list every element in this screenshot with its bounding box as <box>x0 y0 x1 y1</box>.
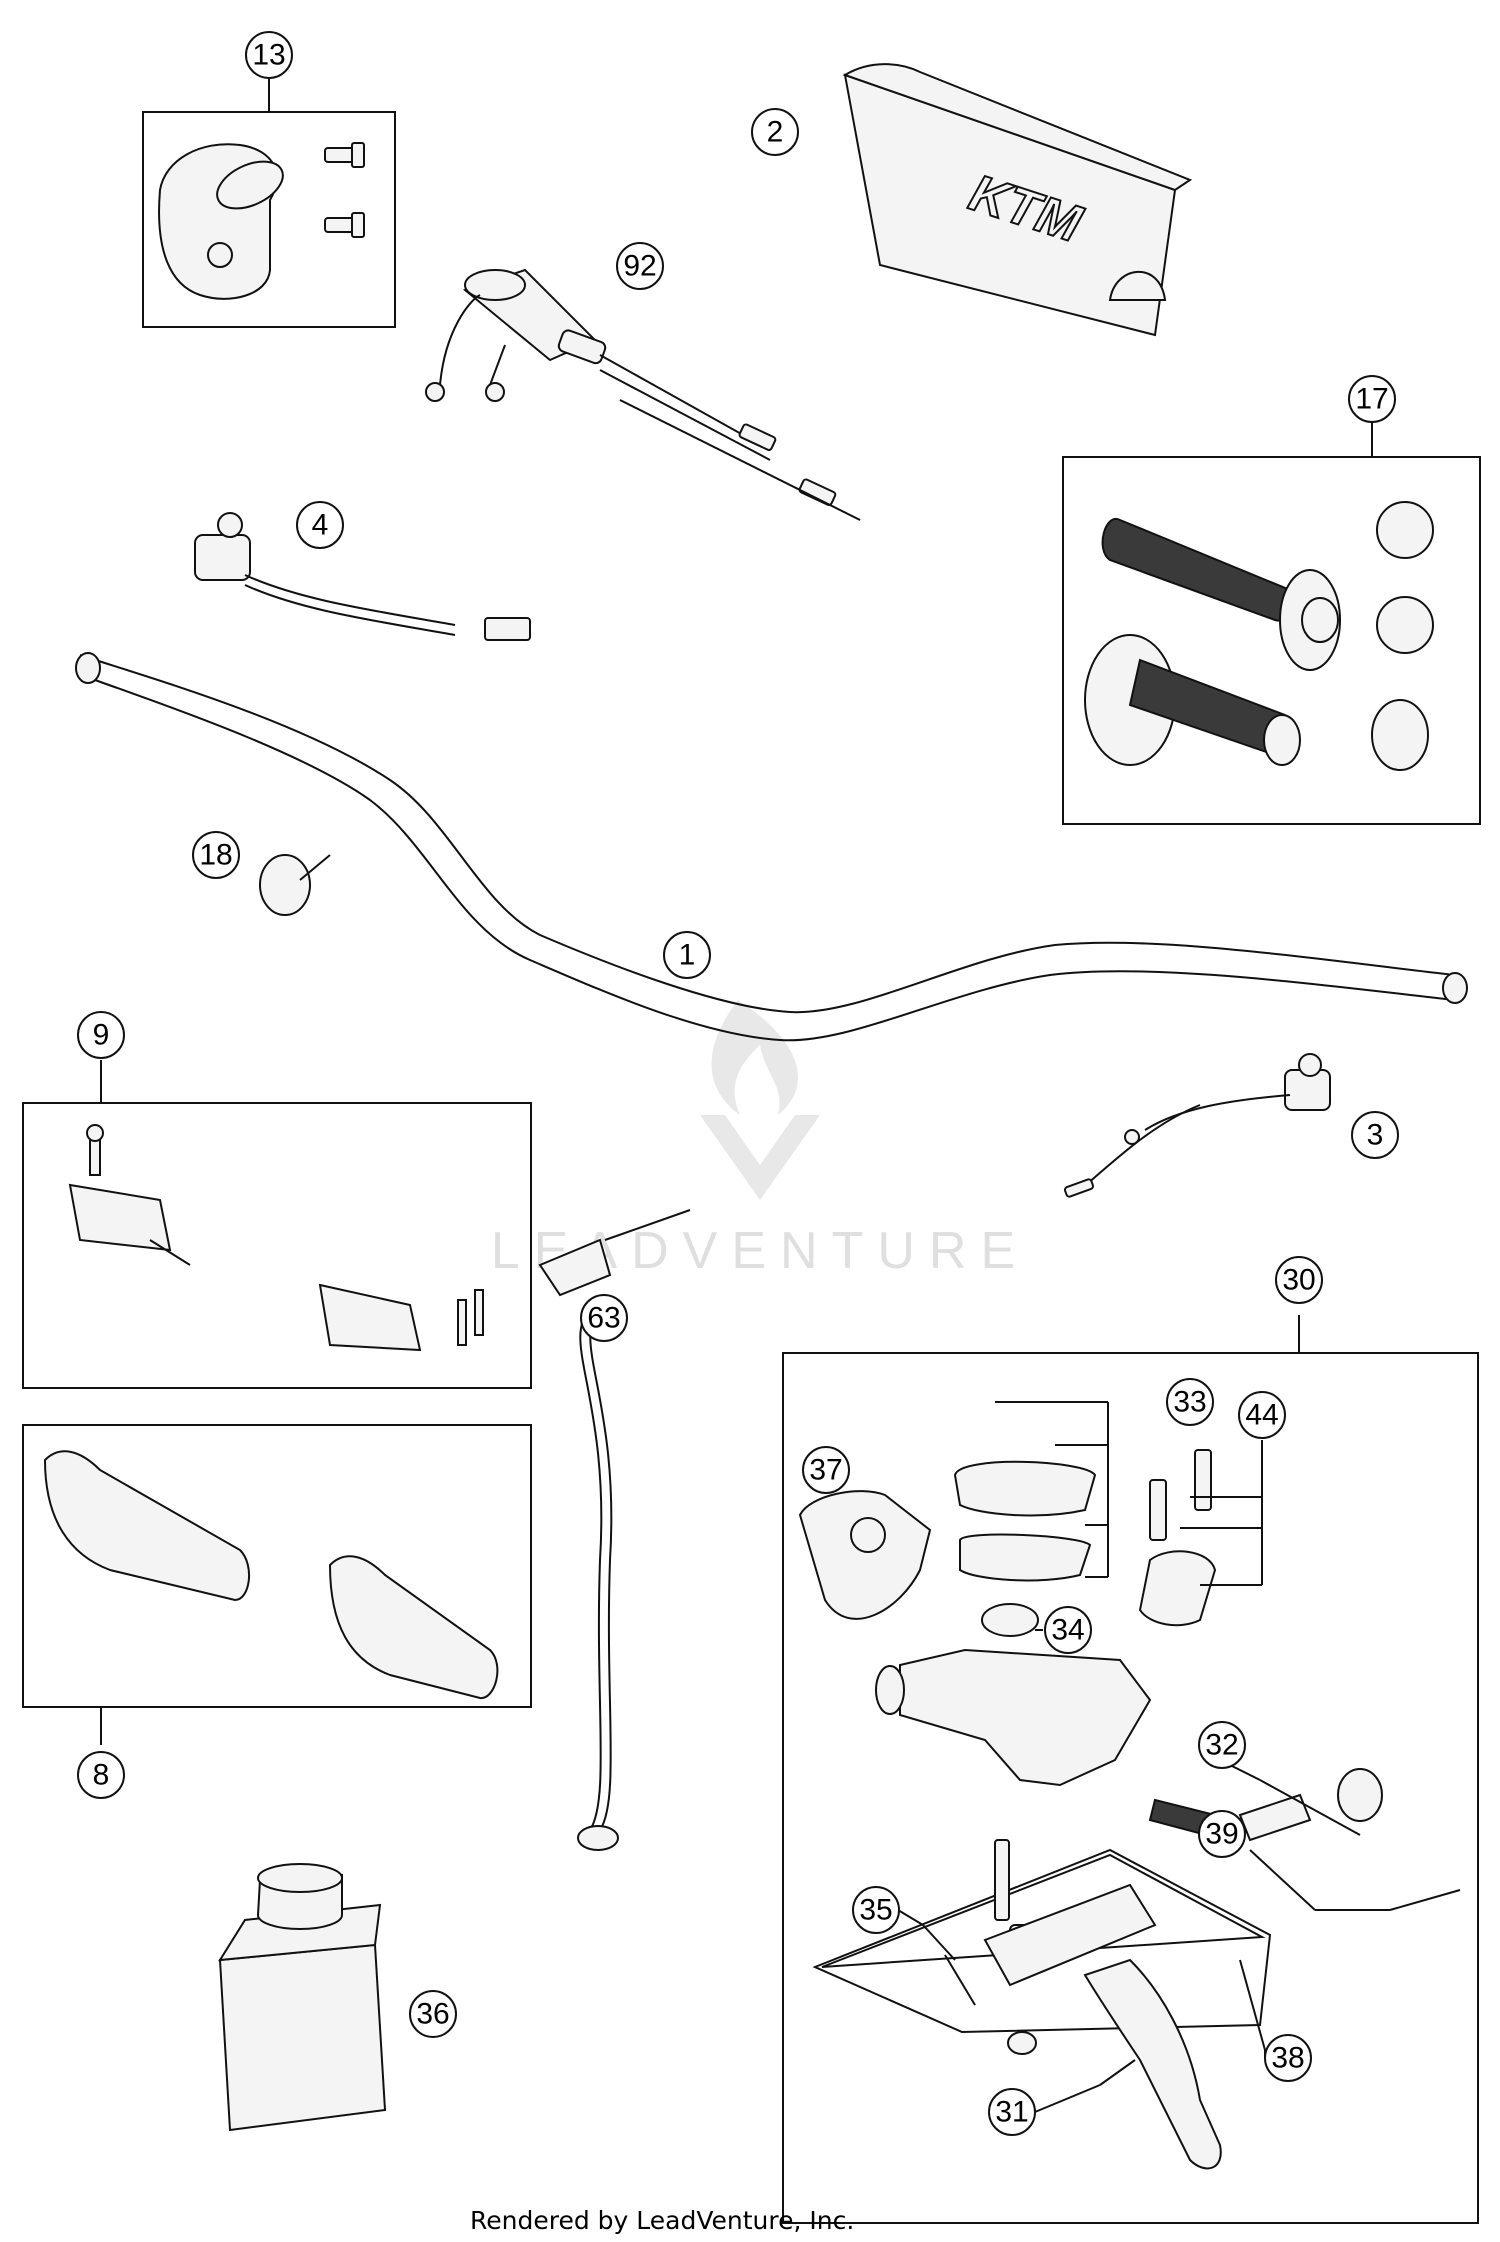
callout-18: 18 <box>192 831 240 879</box>
leader-lines <box>100 78 1390 2113</box>
svg-text:36: 36 <box>416 1998 449 2031</box>
svg-text:17: 17 <box>1355 383 1388 416</box>
svg-text:13: 13 <box>252 39 285 72</box>
part-8-handguards <box>43 1450 499 1699</box>
callout-4: 4 <box>296 501 344 549</box>
callout-9: 9 <box>77 1011 125 1059</box>
svg-text:34: 34 <box>1051 1614 1084 1647</box>
svg-text:8: 8 <box>93 1759 110 1792</box>
callout-92: 92 <box>616 242 664 290</box>
svg-text:39: 39 <box>1205 1818 1238 1851</box>
part-92-throttle-assembly <box>425 268 861 521</box>
part-4-switch <box>194 512 531 641</box>
callout-63: 63 <box>580 1294 628 1342</box>
box-30 <box>782 1352 1479 2224</box>
svg-text:92: 92 <box>623 250 656 283</box>
watermark-v-icon <box>700 1115 820 1200</box>
watermark-flame-icon <box>711 1000 798 1115</box>
svg-text:33: 33 <box>1173 1386 1206 1419</box>
svg-text:31: 31 <box>995 2096 1028 2129</box>
svg-text:1: 1 <box>679 939 696 972</box>
part-36-fluid-can <box>218 1863 387 2132</box>
callout-30: 30 <box>1275 1256 1323 1304</box>
svg-text:4: 4 <box>312 509 329 542</box>
box-9 <box>22 1102 532 1389</box>
callout-37: 37 <box>802 1446 850 1494</box>
part-2-handlebar-pad: KTM <box>842 63 1193 337</box>
part-17-grips <box>1084 501 1434 771</box>
callout-38: 38 <box>1264 2034 1312 2082</box>
svg-text:44: 44 <box>1245 1399 1278 1432</box>
callout-34: 34 <box>1044 1606 1092 1654</box>
part-3-switch <box>1063 1053 1331 1198</box>
part-9-clamps <box>68 1124 484 1352</box>
callout-35: 35 <box>852 1886 900 1934</box>
svg-text:63: 63 <box>587 1302 620 1335</box>
callout-3: 3 <box>1351 1111 1399 1159</box>
callouts: 13 2 92 17 4 18 1 9 <box>77 31 1399 2136</box>
box-17 <box>1062 456 1481 825</box>
callout-32: 32 <box>1198 1721 1246 1769</box>
svg-text:9: 9 <box>93 1019 110 1052</box>
callout-36: 36 <box>409 1990 457 2038</box>
svg-text:38: 38 <box>1271 2042 1304 2075</box>
callout-39: 39 <box>1198 1810 1246 1858</box>
part-30-master-cylinder <box>798 1449 1461 2170</box>
svg-text:2: 2 <box>767 116 784 149</box>
callout-33: 33 <box>1166 1378 1214 1426</box>
callout-1: 1 <box>663 931 711 979</box>
footer-credit: Rendered by LeadVenture, Inc. <box>470 2206 855 2235</box>
callout-17: 17 <box>1348 375 1396 423</box>
callout-44: 44 <box>1238 1391 1286 1439</box>
part-18-cable-tie <box>259 854 331 916</box>
callout-13: 13 <box>245 31 293 79</box>
part-13-switch-housing <box>158 142 365 300</box>
box-8 <box>22 1424 532 1708</box>
part-63-cable <box>538 1209 691 1851</box>
box-38 <box>812 1848 1272 2034</box>
svg-text:30: 30 <box>1282 1264 1315 1297</box>
svg-text:18: 18 <box>199 839 232 872</box>
callout-8: 8 <box>77 1751 125 1799</box>
svg-text:35: 35 <box>859 1894 892 1927</box>
svg-text:3: 3 <box>1367 1119 1384 1152</box>
svg-text:32: 32 <box>1205 1729 1238 1762</box>
watermark: LEADVENTURE <box>491 1000 1015 1280</box>
svg-text:37: 37 <box>809 1454 842 1487</box>
part-1-handlebar <box>75 652 1468 1042</box>
callout-2: 2 <box>751 108 799 156</box>
callout-31: 31 <box>988 2088 1036 2136</box>
